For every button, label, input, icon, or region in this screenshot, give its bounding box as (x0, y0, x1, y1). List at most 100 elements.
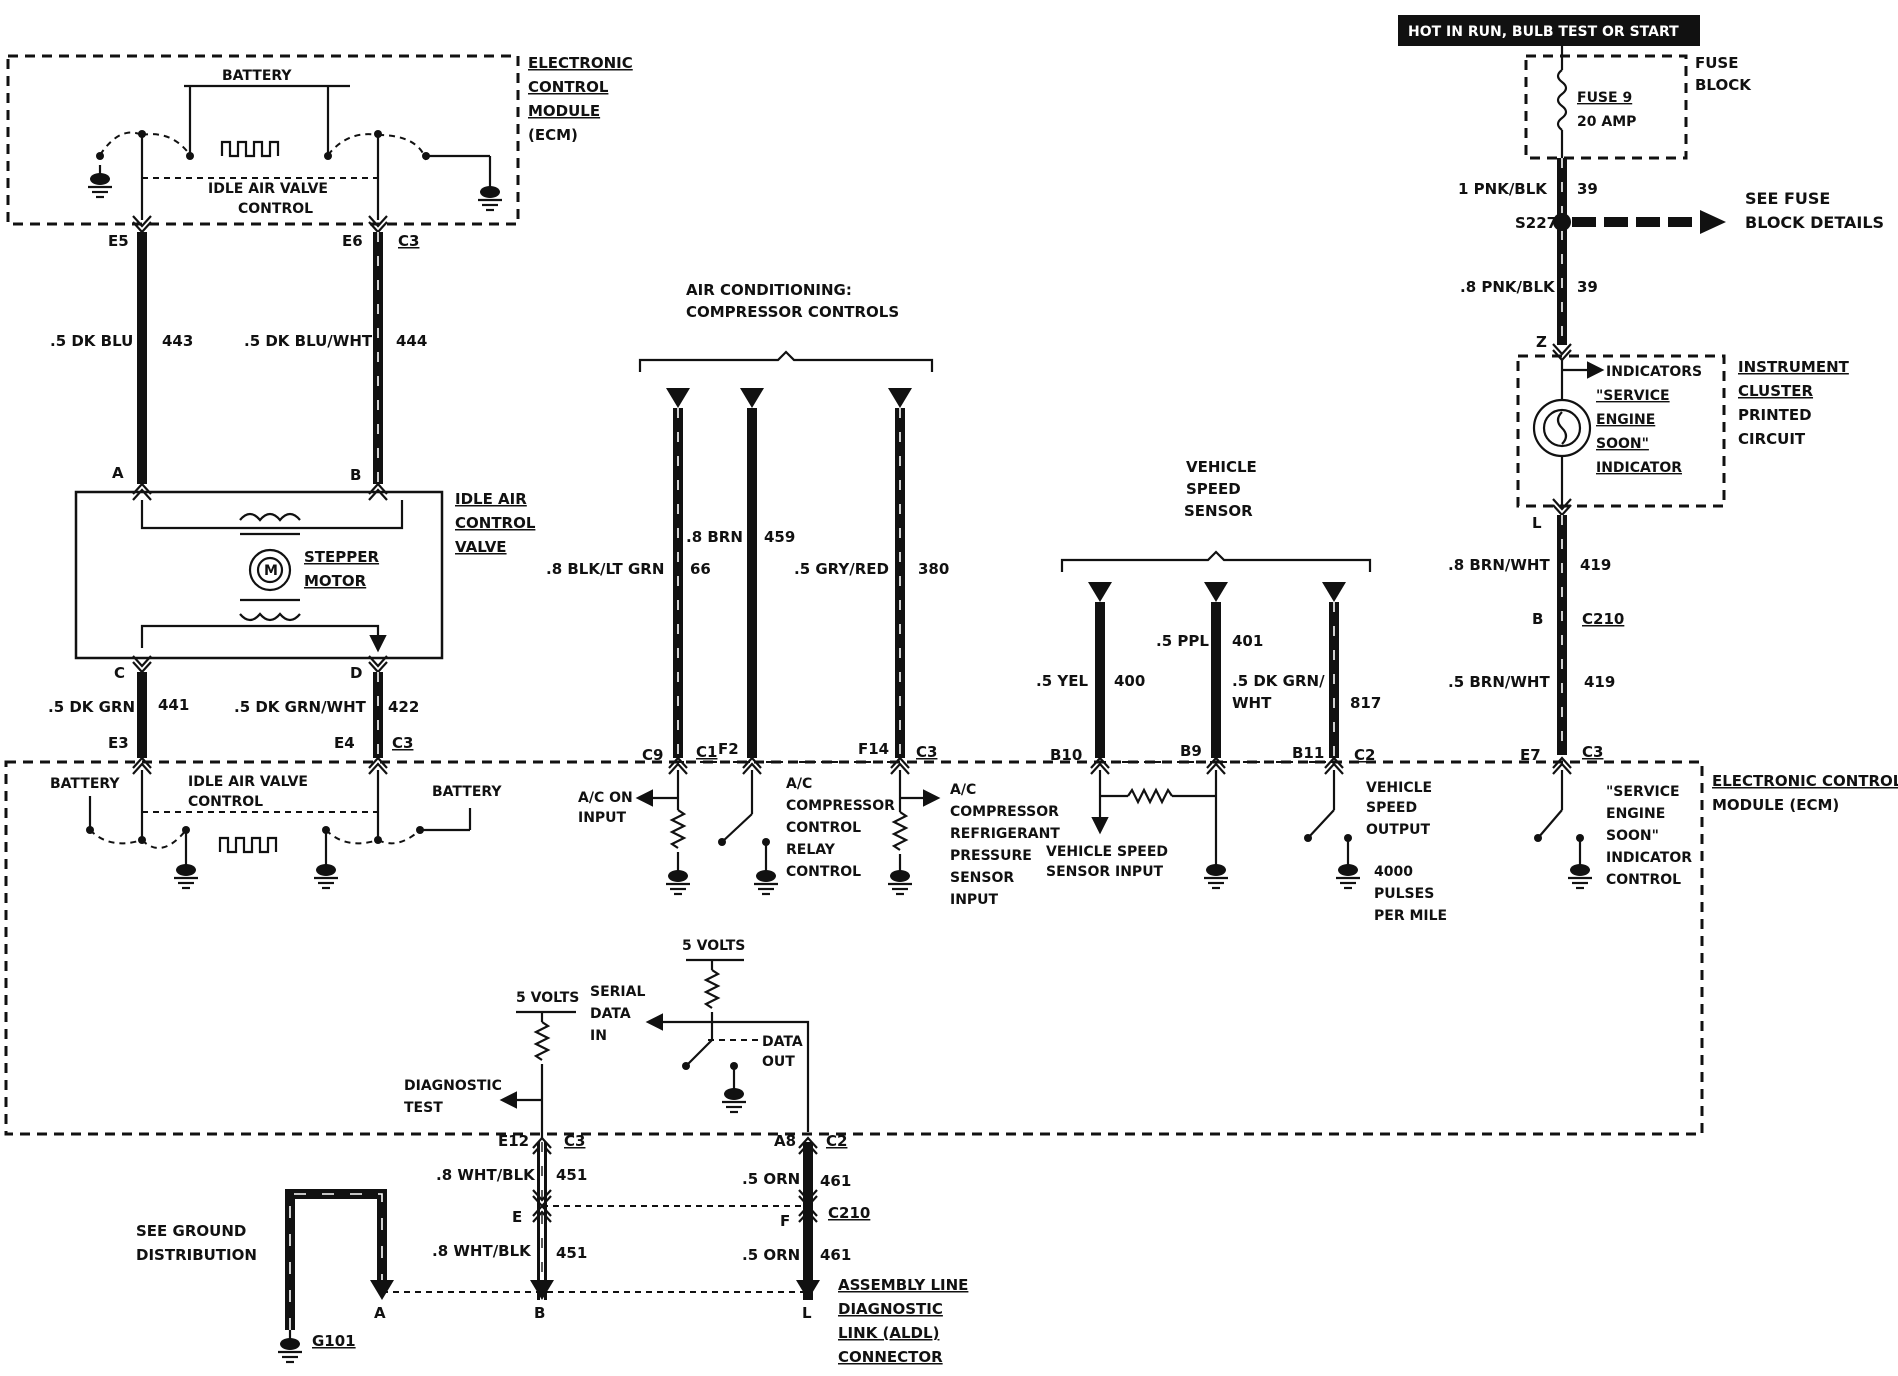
indicators-label: INDICATORS (1606, 364, 1702, 380)
svg-text:.8 BRN: .8 BRN (686, 528, 743, 546)
svg-text:B9: B9 (1180, 742, 1202, 760)
see-fuse-details-2: BLOCK DETAILS (1745, 213, 1884, 232)
svg-text:C2: C2 (826, 1132, 847, 1150)
svg-text:BATTERY: BATTERY (432, 784, 502, 800)
svg-text:ELECTRONIC CONTROL: ELECTRONIC CONTROL (1712, 772, 1898, 790)
svg-text:4000: 4000 (1374, 864, 1413, 880)
svg-text:F14: F14 (858, 740, 889, 758)
svg-text:ELECTRONIC: ELECTRONIC (528, 54, 633, 72)
svg-text:419: 419 (1580, 556, 1611, 574)
svg-text:ENGINE: ENGINE (1596, 412, 1655, 428)
svg-text:461: 461 (820, 1246, 851, 1264)
hot-banner: HOT IN RUN, BULB TEST OR START (1398, 15, 1700, 46)
svg-text:G101: G101 (312, 1332, 356, 1350)
fuse-block: FUSE BLOCK FUSE 9 20 AMP (1524, 46, 1752, 160)
svg-text:M: M (264, 563, 278, 579)
svg-text:C210: C210 (828, 1204, 870, 1222)
svg-text:"SERVICE: "SERVICE (1596, 388, 1670, 404)
svg-text:.5 ORN: .5 ORN (742, 1170, 800, 1188)
svg-text:INPUT: INPUT (578, 810, 627, 826)
svg-text:COMPRESSOR: COMPRESSOR (950, 804, 1059, 820)
svg-text:HOT IN RUN, BULB TEST OR START: HOT IN RUN, BULB TEST OR START (1408, 24, 1679, 40)
splice-label: S227 (1515, 214, 1557, 232)
svg-text:IN: IN (590, 1028, 607, 1044)
svg-text:451: 451 (556, 1244, 587, 1262)
svg-text:SERIAL: SERIAL (590, 984, 645, 1000)
svg-text:B10: B10 (1050, 746, 1082, 764)
svg-text:B: B (534, 1304, 545, 1322)
svg-text:C3: C3 (1582, 743, 1603, 761)
svg-text:ASSEMBLY LINE: ASSEMBLY LINE (838, 1276, 968, 1294)
fuse-feed: 1 PNK/BLK 39 S227 SEE FUSE BLOCK DETAILS… (1458, 158, 1884, 362)
svg-text:A: A (112, 464, 124, 482)
svg-text:A: A (374, 1304, 386, 1322)
svg-text:IDLE AIR VALVE: IDLE AIR VALVE (208, 181, 328, 197)
svg-text:.5 DK GRN: .5 DK GRN (48, 698, 135, 716)
svg-text:E4: E4 (334, 734, 355, 752)
pulse-waveform-icon (220, 140, 280, 158)
wire-label-pnk-blk-upper: 1 PNK/BLK (1458, 180, 1548, 198)
svg-text:66: 66 (690, 560, 711, 578)
svg-text:.5 YEL: .5 YEL (1036, 672, 1088, 690)
svg-text:VALVE: VALVE (455, 538, 507, 556)
iac-valve: IDLE AIR CONTROL VALVE M STEPPER MOTOR C… (74, 490, 536, 682)
svg-text:DIAGNOSTIC: DIAGNOSTIC (838, 1300, 943, 1318)
wire-label-pnk-blk-lower: .8 PNK/BLK (1460, 278, 1556, 296)
svg-text:.5 ORN: .5 ORN (742, 1246, 800, 1264)
svg-text:.8 WHT/BLK: .8 WHT/BLK (432, 1242, 532, 1260)
svg-text:D: D (350, 664, 362, 682)
svg-text:.5 DK GRN/: .5 DK GRN/ (1232, 672, 1325, 690)
svg-text:PRESSURE: PRESSURE (950, 848, 1032, 864)
svg-text:401: 401 (1232, 632, 1263, 650)
circuit-39-upper: 39 (1577, 180, 1598, 198)
svg-text:BATTERY: BATTERY (50, 776, 120, 792)
svg-text:SPEED: SPEED (1186, 480, 1241, 498)
svg-text:CONTROL: CONTROL (786, 864, 861, 880)
svg-text:REFRIGERANT: REFRIGERANT (950, 826, 1060, 842)
svg-text:DATA: DATA (590, 1006, 631, 1022)
svg-text:C3: C3 (564, 1132, 585, 1150)
fuse-name: FUSE 9 (1577, 90, 1632, 106)
svg-text:WHT: WHT (1232, 694, 1272, 712)
svg-text:OUTPUT: OUTPUT (1366, 822, 1430, 838)
svg-text:IDLE AIR: IDLE AIR (455, 490, 527, 508)
svg-text:PULSES: PULSES (1374, 886, 1434, 902)
svg-text:.5 PPL: .5 PPL (1156, 632, 1209, 650)
svg-text:SEE GROUND: SEE GROUND (136, 1222, 246, 1240)
svg-text:441: 441 (158, 696, 189, 714)
svg-text:.5 BRN/WHT: .5 BRN/WHT (1448, 673, 1550, 691)
iac-wires-bottom: .5 DK GRN 441 .5 DK GRN/WHT 422 E3 E4 C3 (48, 672, 419, 776)
svg-text:F2: F2 (718, 740, 739, 758)
ecm-iac-driver: BATTERY BATTERY IDLE AIR VALVE CONTROL (50, 770, 502, 890)
svg-text:.5 DK BLU/WHT: .5 DK BLU/WHT (244, 332, 373, 350)
svg-text:CONTROL: CONTROL (528, 78, 609, 96)
svg-text:PER MILE: PER MILE (1374, 908, 1447, 924)
svg-text:VEHICLE SPEED: VEHICLE SPEED (1046, 844, 1168, 860)
brace-vss (1060, 550, 1372, 572)
svg-text:PRINTED: PRINTED (1738, 406, 1812, 424)
svg-text:C3: C3 (916, 743, 937, 761)
svg-text:VEHICLE: VEHICLE (1186, 458, 1257, 476)
svg-text:L: L (1532, 514, 1542, 532)
svg-text:C: C (114, 664, 125, 682)
svg-text:CIRCUIT: CIRCUIT (1738, 430, 1806, 448)
ecm-main: ELECTRONIC CONTROL MODULE (ECM) (4, 760, 1898, 1136)
ground-g101: SEE GROUND DISTRIBUTION G101 (136, 1189, 387, 1364)
svg-text:CONNECTOR: CONNECTOR (838, 1348, 943, 1366)
vss: VEHICLE SPEED SENSOR .5 YEL 400 .5 PPL 4… (1036, 458, 1447, 924)
svg-text:DATA: DATA (762, 1034, 803, 1050)
svg-text:C3: C3 (392, 734, 413, 752)
svg-text:IDLE AIR VALVE: IDLE AIR VALVE (188, 774, 308, 790)
svg-text:.5 DK BLU: .5 DK BLU (50, 332, 133, 350)
svg-text:.8 WHT/BLK: .8 WHT/BLK (436, 1166, 536, 1184)
svg-text:"SERVICE: "SERVICE (1606, 784, 1680, 800)
ses-wire: .8 BRN/WHT 419 B C210 .5 BRN/WHT 419 E7 … (1448, 497, 1624, 764)
svg-text:CONTROL: CONTROL (1606, 872, 1681, 888)
fuse-symbol (1556, 69, 1568, 131)
svg-text:OUT: OUT (762, 1054, 795, 1070)
instrument-cluster: INDICATORS "SERVICE ENGINE SOON" INDICAT… (1516, 354, 1850, 532)
svg-text:COMPRESSOR CONTROLS: COMPRESSOR CONTROLS (686, 303, 899, 321)
svg-text:E6: E6 (342, 232, 363, 250)
svg-text:INDICATOR: INDICATOR (1596, 460, 1682, 476)
svg-text:SENSOR: SENSOR (1184, 502, 1253, 520)
